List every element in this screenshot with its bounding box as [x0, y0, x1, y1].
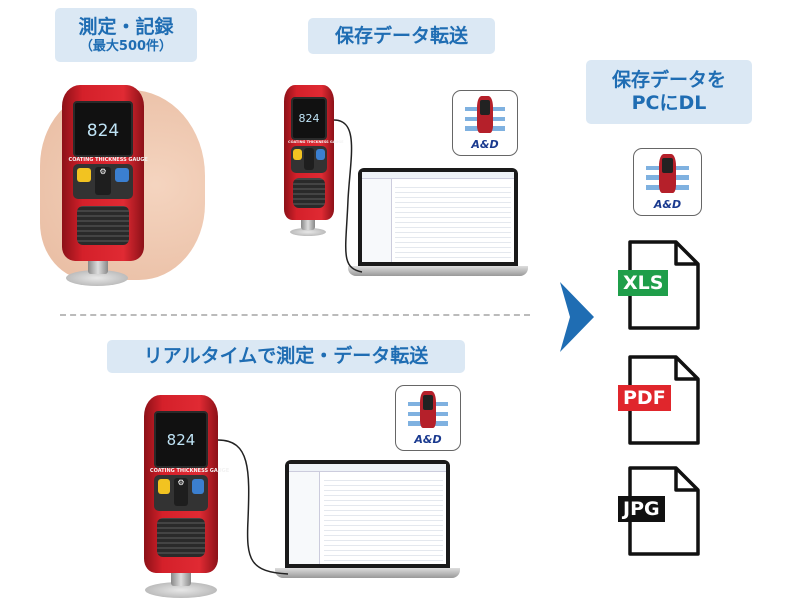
download-line1: 保存データを [611, 69, 726, 92]
device-caption: COATING THICKNESS GAUGE [68, 157, 148, 164]
jpg-file-icon: JPG [618, 466, 700, 556]
probe-base [290, 228, 326, 236]
probe-base [66, 270, 128, 286]
file-type-label: PDF [618, 385, 671, 411]
gauge-device: 824 COATING THICKNESS GAUGE [284, 85, 344, 220]
probe-base [145, 582, 217, 598]
reading: 824 [298, 112, 320, 126]
record-title: 測定・記録 [78, 15, 174, 38]
download-label: 保存データを PCにDL [586, 60, 752, 124]
gauge-device: 824 COATING THICKNESS GAUGE ⚙ [144, 395, 230, 573]
laptop [348, 168, 528, 276]
file-type-label: XLS [618, 270, 669, 296]
reading: 824 [166, 431, 196, 450]
probe [301, 218, 315, 230]
probe [171, 570, 191, 586]
reading: 824 [86, 120, 120, 141]
divider [60, 314, 530, 316]
realtime-label: リアルタイムで測定・データ転送 [107, 340, 465, 373]
app-logo: A&D [471, 138, 499, 152]
record-label: 測定・記録 （最大500件） [55, 8, 197, 62]
laptop [275, 460, 460, 578]
transfer-label: 保存データ転送 [308, 18, 495, 54]
data-logger-window [289, 464, 446, 564]
app-icon: A&D [452, 90, 518, 156]
gauge-device: 824 COATING THICKNESS GAUGE ⚙ [62, 85, 148, 261]
app-icon: A&D [395, 385, 461, 451]
arrow-right-icon [560, 282, 594, 352]
data-logger-window [362, 172, 514, 262]
app-icon: A&D [633, 148, 702, 216]
xls-file-icon: XLS [618, 240, 700, 330]
app-logo: A&D [414, 433, 442, 447]
device-caption: COATING THICKNESS GAUGE [149, 467, 230, 474]
probe [88, 258, 108, 274]
app-logo: A&D [653, 198, 682, 212]
download-line2: PCにDL [631, 92, 707, 114]
record-subtitle: （最大500件） [79, 38, 173, 54]
pdf-file-icon: PDF [618, 355, 700, 445]
file-type-label: JPG [618, 496, 665, 522]
device-caption: COATING THICKNESS GAUGE [288, 140, 344, 145]
